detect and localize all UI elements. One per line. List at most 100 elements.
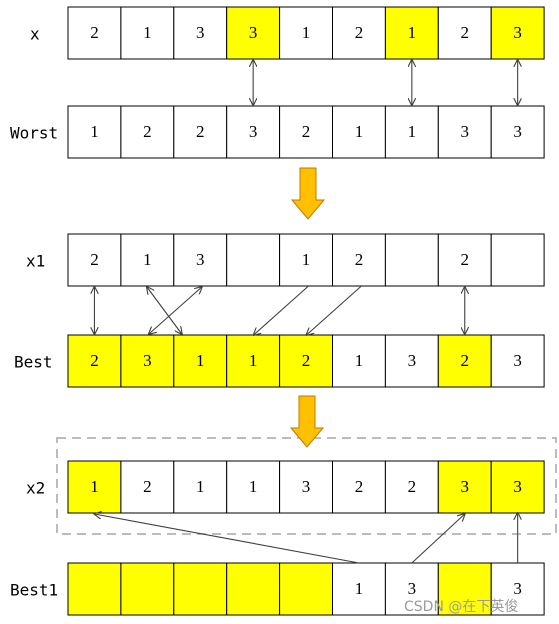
cell-value-x2-6: 2 bbox=[408, 477, 417, 496]
cell-x-8 bbox=[490, 6, 545, 60]
cell-best1-5 bbox=[332, 562, 386, 616]
down-arrow-icon bbox=[290, 167, 326, 220]
cell-x1-8 bbox=[490, 233, 545, 287]
row-label-x: x bbox=[30, 25, 40, 44]
cell-x-5 bbox=[332, 6, 386, 60]
cell-x-1 bbox=[120, 6, 175, 60]
row-best: Best 2 3 1 1 2 1 3 2 3 bbox=[14, 334, 545, 388]
row-label-worst: Worst bbox=[10, 124, 58, 143]
cell-value-x-3: 3 bbox=[249, 23, 258, 42]
down-arrow-icon bbox=[289, 395, 325, 448]
cell-value-x-8: 3 bbox=[513, 23, 522, 42]
x2-dashed-box bbox=[56, 437, 557, 535]
cell-value-x-2: 3 bbox=[196, 23, 205, 42]
connector-best1-5-to-x2-0 bbox=[94, 514, 360, 564]
cell-value-best-8: 3 bbox=[513, 351, 522, 370]
cell-value-x2-8: 3 bbox=[513, 477, 522, 496]
cell-x-2 bbox=[173, 6, 228, 60]
cell-value-x2-7: 3 bbox=[461, 477, 470, 496]
cell-value-x1-4: 1 bbox=[302, 250, 311, 269]
cell-worst-0 bbox=[67, 105, 122, 159]
cell-value-best-4: 2 bbox=[302, 351, 311, 370]
cell-value-x-5: 2 bbox=[355, 23, 364, 42]
cell-best1-8 bbox=[490, 562, 545, 616]
cell-value-x1-0: 2 bbox=[90, 250, 99, 269]
row-best1: Best1 1 3 3 bbox=[10, 562, 545, 616]
cell-best-3 bbox=[226, 334, 281, 388]
cell-x1-7 bbox=[437, 233, 492, 287]
cell-value-best1-6: 3 bbox=[408, 579, 417, 598]
cell-worst-5 bbox=[332, 105, 386, 159]
cell-x2-4 bbox=[279, 460, 334, 514]
connector-best1-6-to-x2-7 bbox=[411, 514, 465, 564]
connector-x1-5-to-best-4 bbox=[307, 285, 362, 335]
cell-best-6 bbox=[384, 334, 439, 388]
cell-x2-3 bbox=[226, 460, 281, 514]
cell-value-best1-5: 1 bbox=[355, 579, 364, 598]
cell-x2-0 bbox=[67, 460, 122, 514]
cell-value-x2-4: 3 bbox=[302, 477, 311, 496]
cell-value-x1-7: 2 bbox=[461, 250, 470, 269]
cell-value-worst-1: 2 bbox=[143, 122, 152, 141]
cell-value-best-6: 3 bbox=[408, 351, 417, 370]
cell-value-best-5: 1 bbox=[355, 351, 364, 370]
cell-value-worst-3: 3 bbox=[249, 122, 258, 141]
cell-value-worst-0: 1 bbox=[90, 122, 99, 141]
cell-x2-1 bbox=[120, 460, 175, 514]
cell-value-x-1: 1 bbox=[143, 23, 152, 42]
cell-best1-7 bbox=[437, 562, 492, 616]
cell-value-best-2: 1 bbox=[196, 351, 205, 370]
cell-best1-1 bbox=[120, 562, 175, 616]
cell-x1-0 bbox=[67, 233, 122, 287]
cell-best-1 bbox=[120, 334, 175, 388]
cell-x2-6 bbox=[384, 460, 439, 514]
cell-value-x2-0: 1 bbox=[90, 477, 99, 496]
cell-value-best1-8: 3 bbox=[513, 579, 522, 598]
cell-x1-3 bbox=[226, 233, 281, 287]
cell-value-best-0: 2 bbox=[90, 351, 99, 370]
cell-best1-2 bbox=[173, 562, 228, 616]
cell-worst-3 bbox=[226, 105, 281, 159]
cell-x1-6 bbox=[384, 233, 439, 287]
cell-value-x-4: 1 bbox=[302, 23, 311, 42]
cell-value-best-1: 3 bbox=[143, 351, 152, 370]
cell-worst-4 bbox=[279, 105, 334, 159]
cell-x1-5 bbox=[332, 233, 386, 287]
cell-best-2 bbox=[173, 334, 228, 388]
cell-value-x2-3: 1 bbox=[249, 477, 258, 496]
cell-best-8 bbox=[490, 334, 545, 388]
cell-value-worst-6: 1 bbox=[408, 122, 417, 141]
cell-value-x2-2: 1 bbox=[196, 477, 205, 496]
cell-value-x1-1: 1 bbox=[143, 250, 152, 269]
cell-x2-8 bbox=[490, 460, 545, 514]
cell-best1-4 bbox=[279, 562, 334, 616]
row-label-x2: x2 bbox=[26, 479, 45, 498]
cell-best1-3 bbox=[226, 562, 281, 616]
cell-best-4 bbox=[279, 334, 334, 388]
cell-value-worst-7: 3 bbox=[461, 122, 470, 141]
cell-worst-6 bbox=[384, 105, 439, 159]
connector-x1-4-to-best-3 bbox=[254, 285, 309, 335]
cell-value-worst-4: 2 bbox=[302, 122, 311, 141]
row-label-best1: Best1 bbox=[10, 581, 58, 600]
cell-worst-8 bbox=[490, 105, 545, 159]
cell-worst-7 bbox=[437, 105, 492, 159]
cell-value-best-3: 1 bbox=[249, 351, 258, 370]
cell-value-worst-2: 2 bbox=[196, 122, 205, 141]
cell-best-7 bbox=[437, 334, 492, 388]
row-label-best: Best bbox=[14, 353, 53, 372]
cell-value-x1-2: 3 bbox=[196, 250, 205, 269]
cell-value-best-7: 2 bbox=[461, 351, 470, 370]
watermark: CSDN @在下英俊 bbox=[404, 598, 518, 615]
cell-value-worst-8: 3 bbox=[513, 122, 522, 141]
cell-value-worst-5: 1 bbox=[355, 122, 364, 141]
cell-worst-1 bbox=[120, 105, 175, 159]
cell-best1-0 bbox=[67, 562, 122, 616]
row-label-x1: x1 bbox=[26, 252, 45, 271]
cell-value-x-0: 2 bbox=[90, 23, 99, 42]
connector-x1-1-to-best-2 bbox=[147, 287, 182, 334]
cell-value-x2-1: 2 bbox=[143, 477, 152, 496]
